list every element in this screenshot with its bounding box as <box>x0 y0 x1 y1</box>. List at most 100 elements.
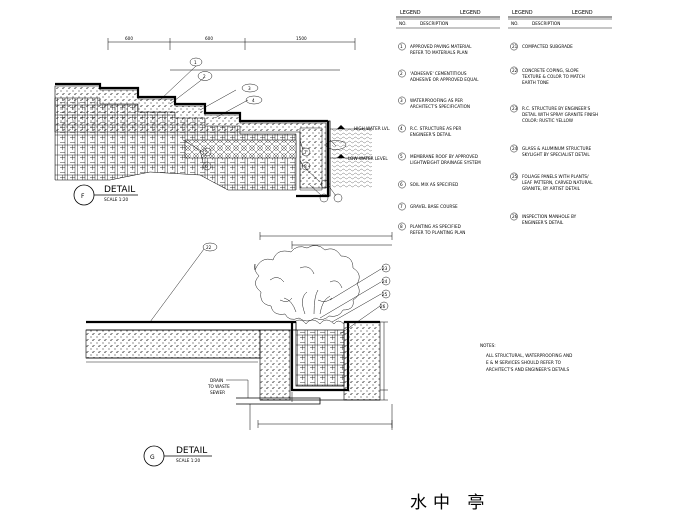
dim-top-3: 1500 <box>296 36 307 41</box>
legend-left-marker-5 <box>398 180 406 189</box>
planting-foliage <box>254 245 360 325</box>
notes-line-2: E & M SERVICES SHOULD REFER TO <box>486 360 562 365</box>
legend-right-text-1-0: CONCRETE COPING, SLOPE <box>522 68 579 73</box>
notes-line-3: ARCHITECT'S AND ENGINEER'S DETAILS <box>486 367 570 372</box>
legend-right-marker-4 <box>510 172 518 181</box>
detail-f-section: 600 600 1500 HIGH WATER LVL. LOW WATER L… <box>54 36 390 206</box>
legend-right-text-2-2: COLOR: RUSTIC YELLOW <box>522 118 573 123</box>
callout-f-1: 1 <box>194 60 197 65</box>
callout-g-25: 25 <box>382 292 388 297</box>
legend-right-sub-1: NO. <box>511 21 519 26</box>
legend-left-marker-2 <box>398 96 406 105</box>
callout-f-3: 3 <box>248 86 251 91</box>
callout-g-23: 23 <box>382 266 388 271</box>
legend-right-marker-1 <box>510 66 518 75</box>
drain-label-1: DRAIN <box>210 378 223 383</box>
legend-left-no-2: 3 <box>400 98 403 103</box>
low-water-label: LOW WATER LEVEL <box>348 156 388 161</box>
callout-f-6: 6 <box>205 164 208 169</box>
detail-f-label: DETAIL <box>104 185 135 195</box>
legend-left-no-0: 1 <box>400 44 403 49</box>
legend-right-no-4: 25 <box>512 174 518 179</box>
pavilion-title: 水中 亭 <box>410 493 491 513</box>
legend-left-text-2-1: ARCHITECT'S SPECIFICATION <box>410 104 470 109</box>
legend-left-text-1-0: 'ADHESIVE' CEMENTITIOUS <box>410 71 467 76</box>
legend-left-sub-2: DESCRIPTION <box>420 21 448 26</box>
legend-right-no-1: 22 <box>512 68 518 73</box>
legend-left-marker-0 <box>398 42 406 51</box>
legend-right-text-1-2: EARTH TONE <box>522 80 549 85</box>
callout-f-7: 7 <box>304 150 307 155</box>
legend-left-marker-1 <box>398 69 406 78</box>
detail-g-letter: G <box>150 454 155 461</box>
legend-right-text-4-1: LEAF PATTERN, CARVED NATURAL <box>522 180 593 185</box>
legend-left-no-3: 4 <box>400 126 403 131</box>
legend-left-no-1: 2 <box>400 71 403 76</box>
legend-left-header-1: LEGEND <box>400 10 421 16</box>
drain-label-3: SEWER <box>210 390 225 395</box>
high-water-label: HIGH WATER LVL. <box>354 126 390 131</box>
legend-right-text-3-0: GLASS & ALUMINUM STRUCTURE <box>522 146 591 151</box>
callout-g-24: 24 <box>382 279 388 284</box>
drain-label-2: TO WASTE <box>207 384 230 389</box>
legend-left-text-6-0: GRAVEL BASE COURSE <box>410 204 458 209</box>
legend-left-sub-1: NO. <box>399 21 407 26</box>
legend-left-text-5-0: SOIL MIX AS SPECIFIED <box>410 182 458 187</box>
legend-right-no-3: 24 <box>512 146 518 151</box>
legend-right-header-2: LEGEND <box>572 10 593 16</box>
detail-f-scale: SCALE 1:20 <box>104 197 128 202</box>
notes-heading: NOTES: <box>480 343 496 348</box>
dim-top-1: 600 <box>125 36 133 41</box>
legend-right-text-5-1: ENGINEER'S DETAIL <box>522 220 564 225</box>
legend-right-text-3-1: SKYLIGHT BY SPECIALIST DETAIL <box>522 152 590 157</box>
legend-left-no-4: 5 <box>400 154 403 159</box>
legend-left-text-0-0: APPROVED PAVING MATERIAL <box>410 44 472 49</box>
legend-right-text-2-0: R.C. STRUCTURE BY ENGINEER'S <box>522 106 591 111</box>
legend-left-marker-7 <box>398 222 406 231</box>
callout-f-5: 5 <box>205 150 208 155</box>
legend-right-text-5-0: INSPECTION MANHOLE BY <box>522 214 577 219</box>
detail-f-letter: F <box>81 193 85 200</box>
legend-right-marker-3 <box>510 144 518 153</box>
notes-block: NOTES: ALL STRUCTURAL, WATERPROOFING AND… <box>480 343 572 372</box>
detail-g-scale: SCALE 1:20 <box>176 458 200 463</box>
legend-right-no-0: 21 <box>512 44 518 49</box>
detail-g-callouts: 22 23 24 25 26 <box>202 242 391 311</box>
legend-right-text-4-2: GRANITE, BY ARTIST DETAIL <box>522 186 581 191</box>
legend-left-text-1-1: ADHESIVE OR APPROVED EQUAL <box>410 77 479 82</box>
legend-right-text-4-0: FOLIAGE PANELS WITH PLANTS/ <box>522 174 589 179</box>
legend-left: LEGEND LEGEND NO. DESCRIPTION 1 APPROVED … <box>396 10 500 235</box>
notes-line-1: ALL STRUCTURAL, WATERPROOFING AND <box>486 353 572 358</box>
callout-f-2: 2 <box>203 74 206 79</box>
callout-f-8: 8 <box>304 164 307 169</box>
legend-left-marker-6 <box>398 202 406 211</box>
callout-g-22: 22 <box>206 245 212 250</box>
legend-right-marker-2 <box>510 104 518 113</box>
legend-left-text-2-0: WATERPROOFING AS PER <box>410 98 463 103</box>
legend-left-text-3-1: ENGINEER'S DETAIL <box>410 132 452 137</box>
legend-left-text-7-0: PLANTING AS SPECIFIED <box>410 224 461 229</box>
legend-right-marker-0 <box>510 42 518 51</box>
legend-left-marker-3 <box>398 124 406 133</box>
callout-f-4: 4 <box>252 98 255 103</box>
detail-f-callouts: 1 2 3 4 5 6 7 8 <box>189 57 347 203</box>
legend-right-sub-2: DESCRIPTION <box>532 21 560 26</box>
legend-left-text-0-1: REFER TO MATERIALS PLAN <box>410 50 468 55</box>
legend-right-text-1-1: TEXTURE & COLOR TO MATCH <box>521 74 585 79</box>
legend-left-text-7-1: REFER TO PLANTING PLAN <box>410 230 465 235</box>
dim-top-2: 600 <box>205 36 213 41</box>
legend-right-no-5: 26 <box>512 214 518 219</box>
legend-left-text-4-1: LIGHTWEIGHT DRAINAGE SYSTEM <box>410 160 481 165</box>
legend-right-marker-5 <box>510 212 518 221</box>
legend-right-no-2: 23 <box>512 106 518 111</box>
legend-right-text-2-1: DETAIL WITH SPRAY GRANITE FINISH <box>522 112 598 117</box>
detail-g-label: DETAIL <box>176 446 207 456</box>
legend-left-text-3-0: R.C. STRUCTURE AS PER <box>410 126 461 131</box>
legend-left-no-6: 7 <box>400 204 403 209</box>
legend-left-header-2: LEGEND <box>460 10 481 16</box>
legend-right-header-1: LEGEND <box>512 10 533 16</box>
legend-left-no-7: 8 <box>400 224 403 229</box>
detail-g-section: DRAIN TO WASTE SEWER 22 23 <box>85 232 393 467</box>
